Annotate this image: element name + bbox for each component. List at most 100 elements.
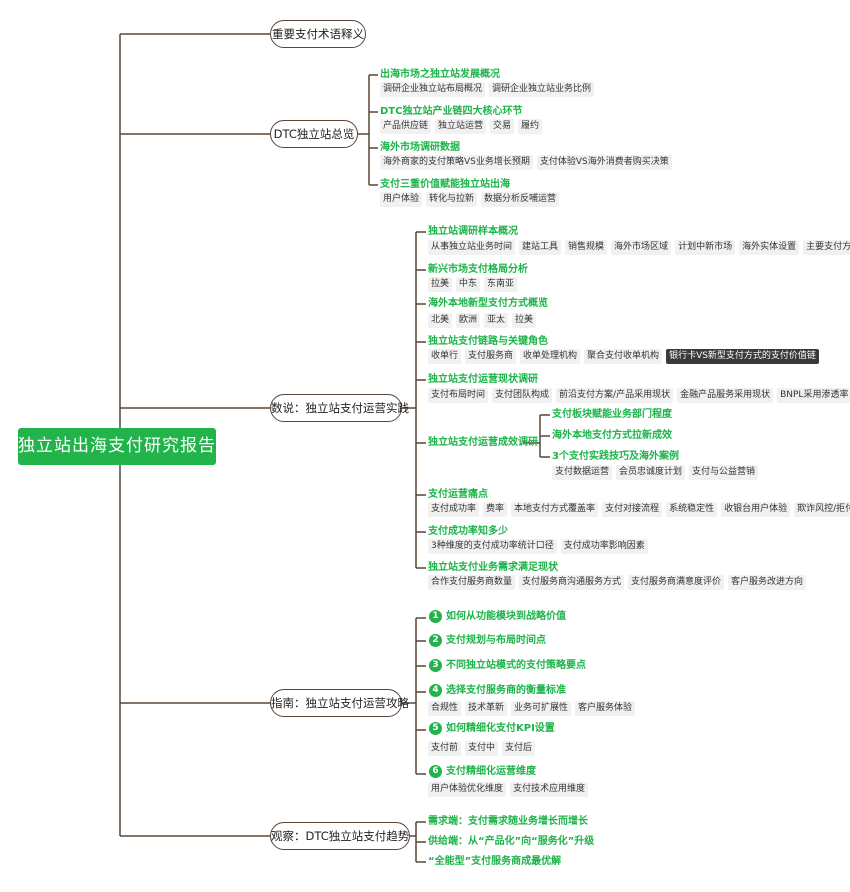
practice-topic: 海外本地新型支付方式概览	[428, 298, 548, 309]
step-number-badge: 1	[429, 610, 442, 623]
dtc-topic: 海外市场调研数据	[380, 142, 460, 153]
branch-data-practice: 数说：独立站支付运营实践	[270, 394, 409, 422]
practice-topic: 独立站支付运营现状调研	[428, 374, 538, 385]
dtc-tag-row: 调研企业独立站布局概况调研企业独立站业务比例	[380, 82, 598, 97]
tag: 支付与公益营销	[689, 465, 759, 480]
practice-topic: 支付成功率知多少	[428, 526, 508, 537]
branch-guide: 指南：独立站支付运营攻略	[270, 689, 409, 717]
tag: 主要支付方式/渠道	[803, 240, 850, 255]
practice-topic: 新兴市场支付格局分析	[428, 264, 528, 275]
tag: 调研企业独立站布局概况	[380, 82, 486, 97]
tag: 支付技术应用维度	[510, 782, 589, 797]
branch-trends: 观察：DTC独立站支付趋势	[270, 822, 410, 850]
practice-subtopic: 支付板块赋能业务部门程度	[552, 409, 672, 420]
tag: 合作支付服务商数量	[428, 575, 516, 590]
guide-topic: 不同独立站模式的支付策略要点	[446, 660, 586, 671]
practice-topic: 独立站支付运营成效调研	[428, 437, 538, 448]
tag: 海外市场区域	[611, 240, 672, 255]
tag: 交易	[490, 119, 515, 134]
tag: 北美	[428, 313, 453, 328]
tag: 中东	[456, 277, 481, 292]
tag: 履约	[518, 119, 543, 134]
tag: 用户体验	[380, 192, 423, 207]
tag: 欧洲	[456, 313, 481, 328]
dtc-topic: DTC独立站产业链四大核心环节	[380, 106, 523, 117]
practice-subtopic: 3个支付实践技巧及海外案例	[552, 451, 679, 462]
tag: 支付服务商满意度评价	[628, 575, 725, 590]
tag-highlighted: 银行卡VS新型支付方式的支付价值链	[666, 349, 819, 364]
tag: 支付成功率	[428, 502, 480, 517]
tag: 收单处理机构	[520, 349, 581, 364]
tag: 收银台用户体验	[721, 502, 791, 517]
trend-topic: “全能型”支付服务商成最优解	[428, 856, 562, 867]
branch-terms: 重要支付术语释义	[270, 20, 366, 48]
guide-tag-row: 支付前支付中支付后	[428, 741, 539, 756]
branch-dtc-overview: DTC独立站总览	[270, 120, 358, 148]
practice-topic: 独立站支付业务需求满足现状	[428, 562, 558, 573]
tag: 合规性	[428, 701, 462, 716]
dtc-topic: 出海市场之独立站发展概况	[380, 69, 500, 80]
guide-topic: 如何从功能模块到战略价值	[446, 611, 566, 622]
trend-topic: 需求端：支付需求随业务增长而增长	[428, 816, 588, 827]
tag: 亚太	[484, 313, 509, 328]
tag: 聚合支付收单机构	[584, 349, 663, 364]
dtc-tag-row: 海外商家的支付策略VS业务增长预期支付体验VS海外消费者购买决策	[380, 155, 676, 170]
tag: 独立站运营	[435, 119, 487, 134]
step-number-badge: 5	[429, 722, 442, 735]
step-number-badge: 6	[429, 765, 442, 778]
step-number-badge: 3	[429, 659, 442, 672]
tag: 业务可扩展性	[511, 701, 572, 716]
tag: 支付布局时间	[428, 388, 489, 403]
tag: 东南亚	[484, 277, 518, 292]
practice-topic: 支付运营痛点	[428, 489, 488, 500]
trend-topic: 供给端：从“产品化”向“服务化”升级	[428, 836, 595, 847]
tag: 本地支付方式覆盖率	[511, 502, 599, 517]
root-topic: 独立站出海支付研究报告	[18, 428, 216, 465]
tag: 系统稳定性	[666, 502, 718, 517]
tag: 数据分析反哺运营	[481, 192, 560, 207]
dtc-topic: 支付三重价值赋能独立站出海	[380, 179, 510, 190]
practice-tag-row: 合作支付服务商数量支付服务商沟通服务方式支付服务商满意度评价客户服务改进方向	[428, 575, 810, 590]
practice-tag-row: 支付数据运营会员忠诚度计划支付与公益营销	[552, 465, 762, 480]
tag: 客户服务改进方向	[728, 575, 807, 590]
practice-tag-row: 支付成功率费率本地支付方式覆盖率支付对接流程系统稳定性收银台用户体验欺诈风控/拒…	[428, 502, 850, 517]
tag: 会员忠诚度计划	[616, 465, 686, 480]
tag: 支付服务商沟通服务方式	[519, 575, 625, 590]
dtc-tag-row: 用户体验转化与拉新数据分析反哺运营	[380, 192, 563, 207]
tag: 海外实体设置	[739, 240, 800, 255]
tag: 支付服务商	[465, 349, 517, 364]
step-number-badge: 2	[429, 634, 442, 647]
tag: 销售规模	[565, 240, 608, 255]
tag: 海外商家的支付策略VS业务增长预期	[380, 155, 533, 170]
tag: 用户体验优化维度	[428, 782, 507, 797]
tag: 收单行	[428, 349, 462, 364]
tag: 欺诈风控/拒付问题	[794, 502, 850, 517]
practice-tag-row: 收单行支付服务商收单处理机构聚合支付收单机构银行卡VS新型支付方式的支付价值链	[428, 349, 823, 364]
tag: 技术革新	[465, 701, 508, 716]
tag: 支付体验VS海外消费者购买决策	[536, 155, 672, 170]
guide-tag-row: 合规性技术革新业务可扩展性客户服务体验	[428, 701, 639, 716]
tag: 产品供应链	[380, 119, 432, 134]
tag: 拉美	[428, 277, 453, 292]
tag: 前沿支付方案/产品采用现状	[556, 388, 674, 403]
practice-subtopic: 海外本地支付方式拉新成效	[552, 430, 672, 441]
tag: 调研企业独立站业务比例	[489, 82, 595, 97]
tag: 费率	[483, 502, 508, 517]
practice-tag-row: 北美欧洲亚太拉美	[428, 313, 540, 328]
tag: 拉美	[512, 313, 537, 328]
tag: 支付成功率影响因素	[560, 539, 648, 554]
tag: BNPL采用渗透率	[777, 388, 850, 403]
guide-topic: 支付规划与布局时间点	[446, 635, 546, 646]
dtc-tag-row: 产品供应链独立站运营交易履约	[380, 119, 546, 134]
tag: 转化与拉新	[426, 192, 478, 207]
tag: 支付中	[465, 741, 499, 756]
tag: 计划中新市场	[675, 240, 736, 255]
guide-topic: 如何精细化支付KPI设置	[446, 723, 555, 734]
practice-topic: 独立站支付链路与关键角色	[428, 336, 548, 347]
tag: 支付对接流程	[602, 502, 663, 517]
guide-tag-row: 用户体验优化维度支付技术应用维度	[428, 782, 592, 797]
tag: 支付团队构成	[492, 388, 553, 403]
tag: 支付后	[502, 741, 536, 756]
